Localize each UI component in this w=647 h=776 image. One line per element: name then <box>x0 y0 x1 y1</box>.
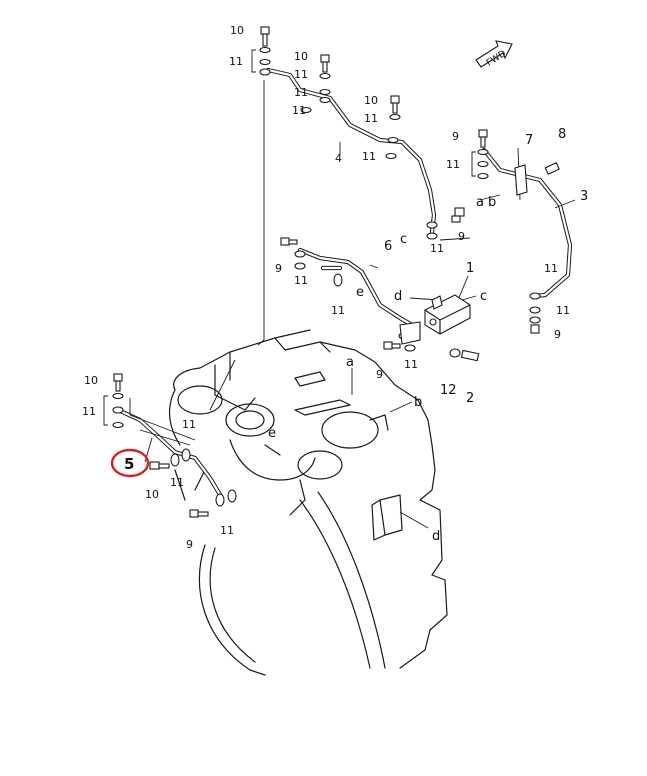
callout-11: 11 <box>446 158 460 171</box>
group-brackets <box>103 49 476 426</box>
letter-e: e <box>356 285 364 300</box>
callout-11: 11 <box>294 274 308 287</box>
callout-11: 11 <box>294 86 308 99</box>
callout-9: 9 <box>554 328 561 341</box>
callout-3: 3 <box>580 189 588 204</box>
valve-block-part-1[interactable] <box>424 294 471 335</box>
callout-9: 9 <box>376 368 383 381</box>
letter-d: d <box>394 289 402 304</box>
letter-a: a <box>476 195 484 210</box>
callout-9: 9 <box>275 262 282 275</box>
callout-11: 11 <box>170 476 184 489</box>
letter-c: c <box>480 289 487 304</box>
letter-b: b <box>414 395 422 410</box>
callout-1: 1 <box>466 261 474 276</box>
callout-11: 11 <box>331 304 345 317</box>
hardware <box>112 26 560 518</box>
tube-3[interactable] <box>481 147 573 299</box>
callout-10: 10 <box>230 24 244 37</box>
callout-12: 12 <box>440 383 457 398</box>
callout-labels: 10 11 10 11 11 11 10 11 11 4 9 11 7 8 3 … <box>82 24 588 551</box>
callout-6: 6 <box>384 239 392 254</box>
callout-9: 9 <box>186 538 193 551</box>
letter-b: b <box>488 195 496 210</box>
callout-11: 11 <box>220 524 234 537</box>
callout-11: 11 <box>294 68 308 81</box>
tube-4[interactable] <box>265 67 437 235</box>
callout-11: 11 <box>82 405 96 418</box>
callout-11: 11 <box>292 104 306 117</box>
tube-5[interactable] <box>115 407 225 501</box>
forward-arrow: FWD <box>475 40 513 69</box>
letter-e: e <box>268 426 276 441</box>
highlight-ring <box>110 448 150 478</box>
callout-7: 7 <box>525 133 533 148</box>
callout-8: 8 <box>558 127 566 142</box>
callout-11: 11 <box>362 150 376 163</box>
callout-10: 10 <box>364 94 378 107</box>
transmission-housing <box>168 329 448 676</box>
tube-6[interactable] <box>297 247 415 328</box>
highlighted-callout-5[interactable]: 5 <box>110 448 150 478</box>
callout-11: 11 <box>229 55 243 68</box>
letter-c: c <box>400 232 407 247</box>
callout-11: 11 <box>404 358 418 371</box>
callout-10: 10 <box>294 50 308 63</box>
callout-9: 9 <box>458 230 465 243</box>
callout-11: 11 <box>182 418 196 431</box>
callout-9: 9 <box>452 130 459 143</box>
callout-11: 11 <box>364 112 378 125</box>
callout-11: 11 <box>544 262 558 275</box>
letter-a: a <box>346 355 354 370</box>
callout-11: 11 <box>556 304 570 317</box>
callout-4: 4 <box>335 152 342 165</box>
callout-10: 10 <box>145 488 159 501</box>
callout-2: 2 <box>466 391 474 406</box>
callout-10: 10 <box>84 374 98 387</box>
callout-11: 11 <box>430 242 444 255</box>
callout-5: 5 <box>124 455 134 473</box>
letter-d: d <box>432 529 440 544</box>
